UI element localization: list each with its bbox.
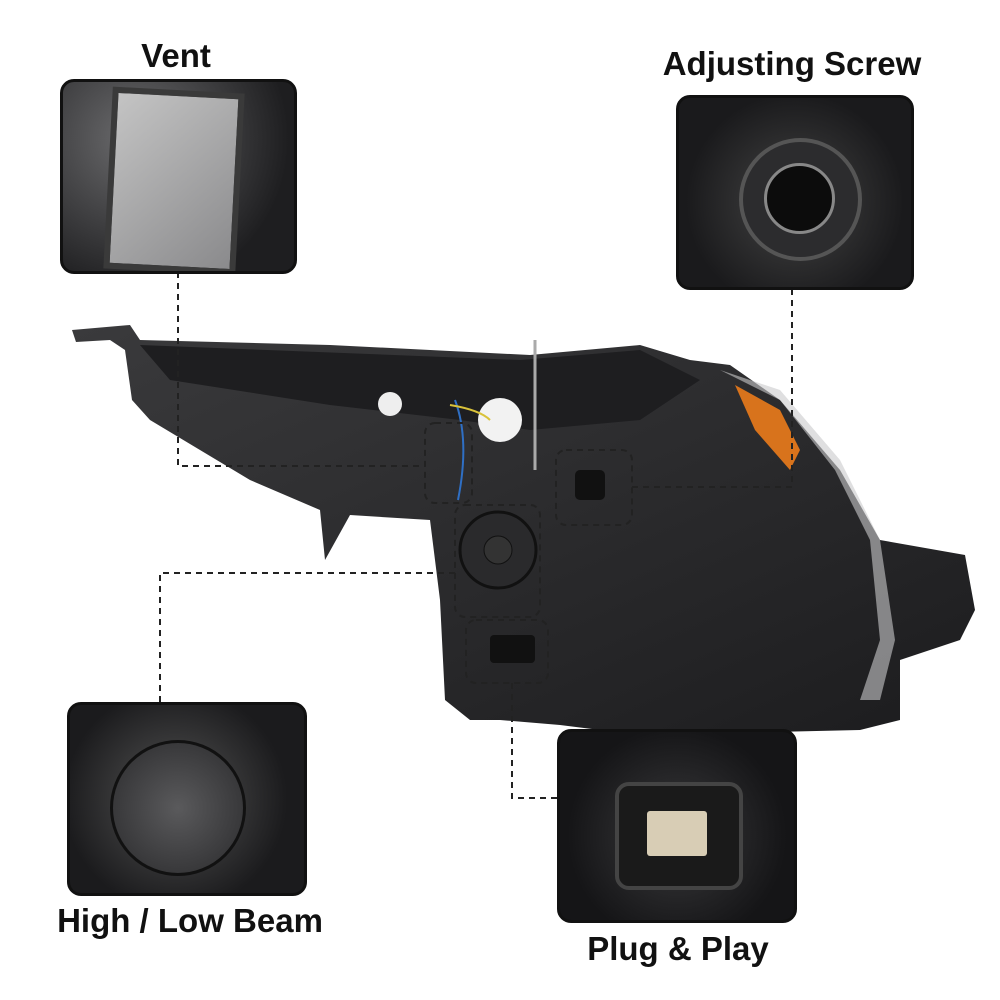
vent-label: Vent [141, 37, 211, 74]
callout-lines [159, 272, 793, 799]
adjusting-screw-label: Adjusting Screw [662, 45, 922, 82]
beam-cap-icon [110, 740, 246, 876]
adjusting-screw-inset [676, 95, 914, 290]
bulb-socket [478, 398, 522, 442]
plug-play-inset [557, 729, 797, 923]
amber-reflector [735, 385, 800, 470]
high-low-beam-label: High / Low Beam [57, 902, 323, 939]
headlight-housing [72, 325, 975, 735]
connector-icon [615, 782, 743, 890]
vent-inset [60, 79, 297, 274]
screw-icon [764, 163, 835, 234]
plug-play-label: Plug & Play [587, 930, 769, 967]
high-low-beam-inset [67, 702, 307, 896]
vent-membrane [103, 86, 245, 271]
